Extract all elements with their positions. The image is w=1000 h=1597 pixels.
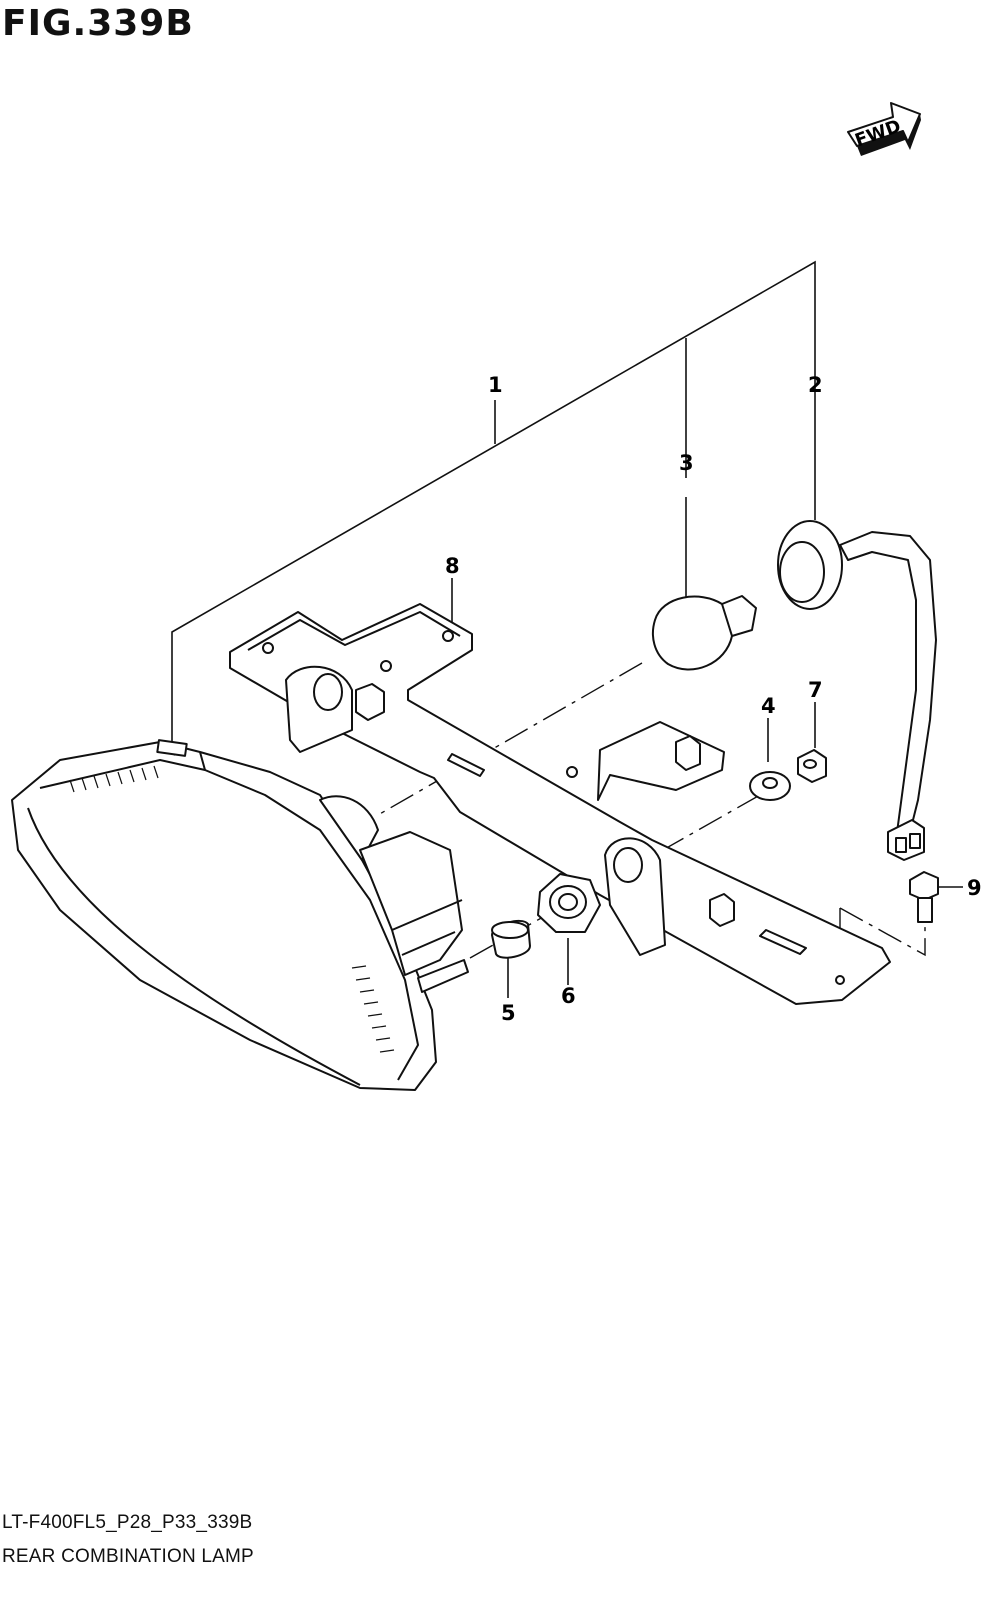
leader-lines <box>171 260 963 998</box>
callout-8: 8 <box>445 554 460 578</box>
callout-9: 9 <box>967 876 982 900</box>
bracket <box>229 603 891 1005</box>
callout-6: 6 <box>561 984 576 1008</box>
figure-code: LT-F400FL5_P28_P33_339B <box>2 1512 253 1533</box>
figure-title: FIG.339B <box>2 3 194 44</box>
figure-name: REAR COMBINATION LAMP <box>2 1546 254 1567</box>
fwd-arrow-icon: FWD <box>847 102 921 156</box>
socket-harness <box>777 520 937 861</box>
grommet <box>749 771 791 801</box>
callout-5: 5 <box>501 1001 516 1025</box>
callout-4: 4 <box>761 694 776 718</box>
rear-combination-lamp <box>11 739 469 1091</box>
callout-7: 7 <box>808 678 823 702</box>
collar <box>491 919 531 959</box>
bolt <box>909 871 939 923</box>
callout-1: 1 <box>488 373 503 397</box>
nut <box>797 749 827 783</box>
nut-bushing <box>537 873 601 933</box>
callout-2: 2 <box>808 373 823 397</box>
callout-3: 3 <box>679 451 694 475</box>
bulb <box>651 595 757 671</box>
